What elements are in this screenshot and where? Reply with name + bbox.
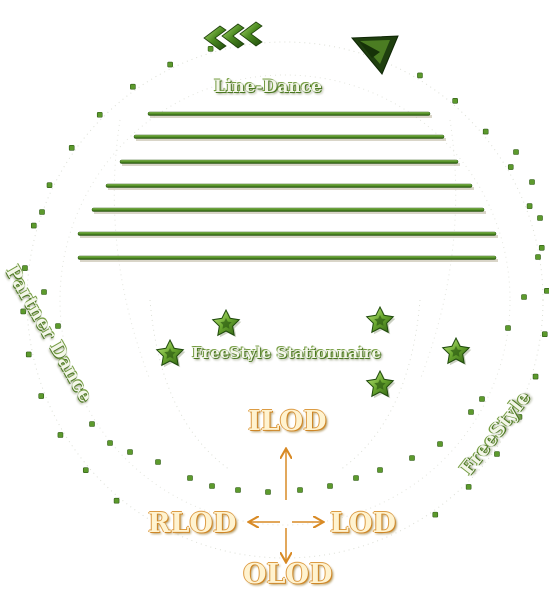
green-dot-icon — [69, 145, 74, 150]
green-dot-icon — [438, 442, 443, 447]
green-dot-icon — [527, 204, 532, 209]
line-dance-lane — [78, 256, 496, 260]
line-dance-lane — [148, 112, 430, 116]
green-dot-icon — [236, 488, 241, 493]
green-dot-icon — [31, 223, 36, 228]
line-dance-lane — [106, 184, 472, 188]
direction-arrows — [250, 450, 322, 561]
green-dot-icon — [97, 112, 102, 117]
green-dot-icon — [90, 422, 95, 427]
green-dot-icon — [210, 484, 215, 489]
green-dot-icon — [542, 332, 547, 337]
green-dot-icon — [530, 180, 535, 185]
green-dot-icon — [108, 441, 113, 446]
green-dot-icon — [42, 290, 47, 295]
green-dot-icon — [522, 295, 527, 300]
green-dot-icon — [39, 394, 44, 399]
green-dot-icon — [188, 476, 193, 481]
green-dot-icon — [544, 288, 549, 293]
green-dot-icon — [506, 326, 511, 331]
triangle-pointer-icon — [352, 36, 398, 74]
green-dot-icon — [533, 374, 538, 379]
green-dot-icon — [466, 484, 471, 489]
green-dot-icon — [128, 450, 133, 455]
green-dot-icon — [483, 129, 488, 134]
dotted-guide-lines — [27, 42, 543, 558]
green-dot-icon — [354, 476, 359, 481]
olod-label: OLOD — [243, 559, 332, 590]
lod-label: LOD — [330, 508, 396, 539]
rlod-label: RLOD — [148, 508, 236, 539]
green-dot-icon — [266, 490, 271, 495]
line-dance-label: Line-Dance — [214, 77, 322, 97]
green-dot-icon — [378, 468, 383, 473]
green-dot-icon — [208, 46, 213, 51]
green-dot-icon — [156, 460, 161, 465]
green-dot-icon — [539, 245, 544, 250]
line-dance-lane — [120, 160, 458, 164]
green-dot-icon — [514, 150, 519, 155]
green-dot-icon — [130, 84, 135, 89]
green-dot-icon — [494, 451, 499, 456]
green-dot-icon — [469, 410, 474, 415]
green-dot-icon — [417, 73, 422, 78]
line-dance-lane — [78, 232, 496, 236]
green-dot-icon — [480, 397, 485, 402]
freestyle-stationnaire-label: FreeStyle Stationnaire — [192, 344, 381, 362]
green-dot-icon — [328, 484, 333, 489]
ilod-label: ILOD — [248, 406, 327, 437]
line-dance-lane — [134, 135, 444, 139]
green-dot-icon — [453, 98, 458, 103]
green-dot-icon — [114, 498, 119, 503]
green-dot-icon — [26, 352, 31, 357]
green-dot-icon — [410, 456, 415, 461]
triple-chevron-left-icon — [204, 22, 262, 50]
line-dance-lane — [92, 208, 484, 212]
line-dance-lanes — [78, 112, 498, 262]
green-dot-icon — [168, 62, 173, 67]
green-dot-icon — [47, 183, 52, 188]
green-dot-icon — [433, 512, 438, 517]
green-dot-icon — [508, 165, 513, 170]
green-dot-icon — [538, 216, 543, 221]
green-dot-icon — [298, 488, 303, 493]
green-dot-icon — [83, 468, 88, 473]
green-dot-icon — [40, 210, 45, 215]
green-dot-icon — [58, 432, 63, 437]
green-dot-icon — [536, 255, 541, 260]
partner-dance-dots — [40, 150, 543, 495]
